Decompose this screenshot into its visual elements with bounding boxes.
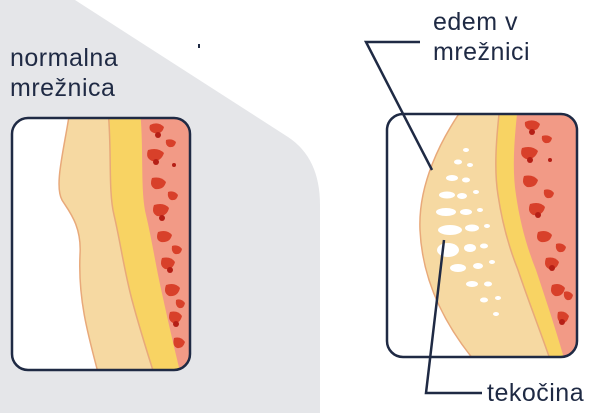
edema-label-line1: edem v	[433, 8, 518, 36]
edema-label-line2: mrežnici	[433, 38, 530, 66]
normal-retina-panel	[12, 110, 190, 380]
normal-retina-label-line2: mrežnica	[10, 74, 115, 102]
fluid-label-text: tekočina	[487, 379, 584, 407]
edema-retina-panel	[387, 105, 577, 365]
stray-mark	[198, 44, 200, 48]
fluid-label: tekočina	[487, 378, 584, 408]
normal-retina-label-line1: normalna	[10, 44, 118, 72]
normal-retina-label: normalna mrežnica	[10, 43, 118, 103]
edema-label: edem v mrežnici	[433, 7, 530, 67]
